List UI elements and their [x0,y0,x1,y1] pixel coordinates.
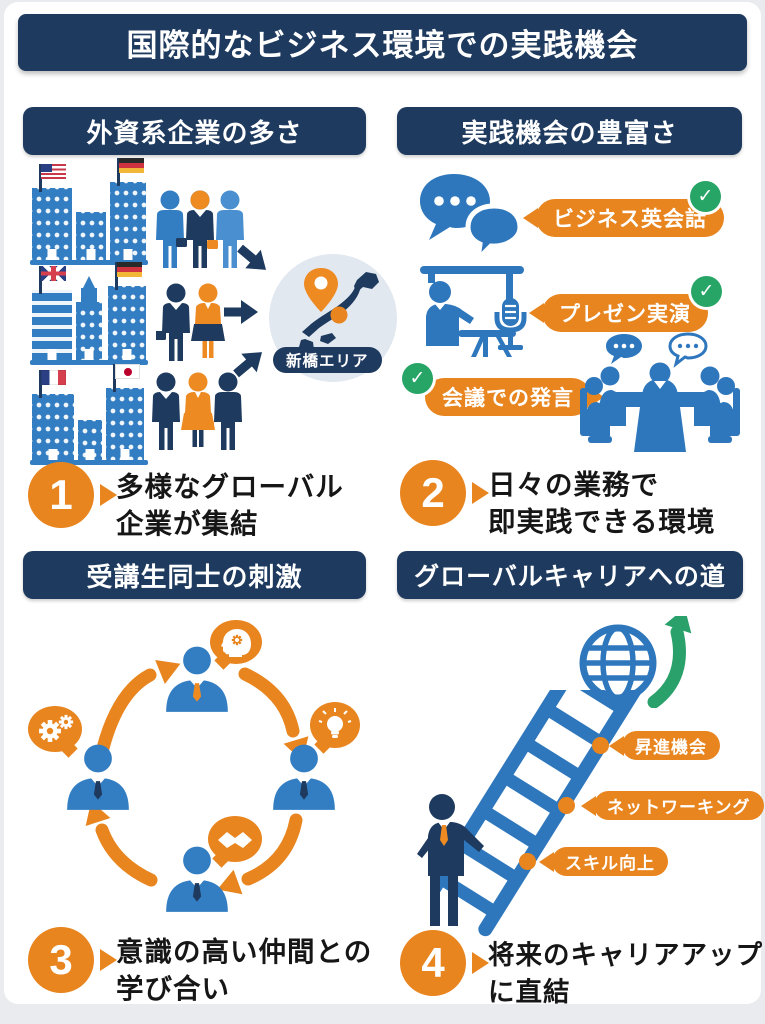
location-pin-icon [304,268,338,312]
globe-icon [579,624,657,702]
point-3-line-1: 意識の高い仲間との [116,936,373,967]
check-icon: ✓ [691,276,722,307]
point-number-1: 1 [28,462,94,528]
point-number-4: 4 [400,930,466,996]
point-number-2: 2 [400,460,466,526]
chat-bubbles-icon [420,174,523,266]
japan-flag-icon [115,364,140,379]
businesspeople-pair-icon [156,283,225,361]
germany-flag-icon [117,262,142,277]
buildings-us-de [30,158,148,265]
brainstorm-bubble-icon [210,620,262,664]
businesspeople-group-icon [156,190,244,268]
map-area-label: 新橋エリア [273,347,382,373]
uk-flag-icon [41,266,66,281]
section-header-practice: 実践機会の豊富さ [397,107,742,155]
france-flag-icon [41,370,66,385]
practice-label-english: ビジネス英会話 [536,199,724,237]
point-4-line-1: 将来のキャリアアップ [488,940,763,970]
career-label-promotion: 昇進機会 [622,731,720,760]
arrow-icon [224,300,258,324]
practice-label-presentation: プレゼン実演 [542,294,708,332]
point-4-line-2: に直結 [488,977,571,1007]
point-1-line-1: 多様なグローバル [116,471,344,502]
check-icon: ✓ [402,363,433,394]
cycle-arrows-icon [85,659,309,895]
practice-label-meeting: 会議での発言 [425,378,591,416]
point-number-3: 3 [28,927,94,993]
germany-flag-icon [119,158,144,173]
building-icon [32,188,72,260]
buildings-uk-de [30,262,148,365]
building-icon [110,182,146,260]
presentation-icon [420,266,527,357]
growth-arrow-icon [647,616,692,708]
student-bust-icon [273,744,335,810]
check-icon: ✓ [690,181,721,212]
us-flag-icon [41,164,66,179]
pointer-triangle [472,952,489,974]
gears-bubble-icon [28,706,82,752]
building-icon [108,286,146,360]
building-icon [78,420,102,460]
building-icon [106,388,144,460]
point-2-line-2: 即実践できる環境 [488,506,716,537]
career-label-skills: スキル向上 [552,847,668,876]
student-bust-icon [67,744,129,810]
point-1-line-2: 企業が集結 [116,508,259,539]
pointer-triangle [472,482,489,504]
building-icon [32,290,72,360]
handshake-bubble-icon [208,816,262,862]
building-icon [32,394,74,460]
section-header-career: グローバルキャリアへの道 [397,551,743,599]
student-bust-icon [166,846,228,912]
meeting-icon [580,332,740,452]
businesspeople-group-icon [152,372,242,450]
building-icon [76,302,102,360]
buildings-fr-jp [30,364,148,465]
milestone-dot [558,797,575,814]
section-header-peers: 受講生同士の刺激 [23,551,366,599]
pointer-triangle [100,949,117,971]
page-title: 国際的なビジネス環境での実践機会 [18,14,747,71]
point-3-line-2: 学び合い [116,973,230,1004]
milestone-dot [592,737,609,754]
milestone-dot [519,853,536,870]
arrow-icon [233,352,263,378]
student-bust-icon [166,646,228,712]
businessman-icon [417,794,484,926]
career-label-networking: ネットワーキング [594,791,764,820]
point-2-line-1: 日々の業務で [488,469,659,500]
lightbulb-bubble-icon [310,702,360,748]
arrow-icon [237,244,267,270]
pointer-triangle [100,484,117,506]
section-header-companies: 外資系企業の多さ [23,107,366,155]
japan-map-icon [282,268,379,368]
building-icon [76,212,106,260]
